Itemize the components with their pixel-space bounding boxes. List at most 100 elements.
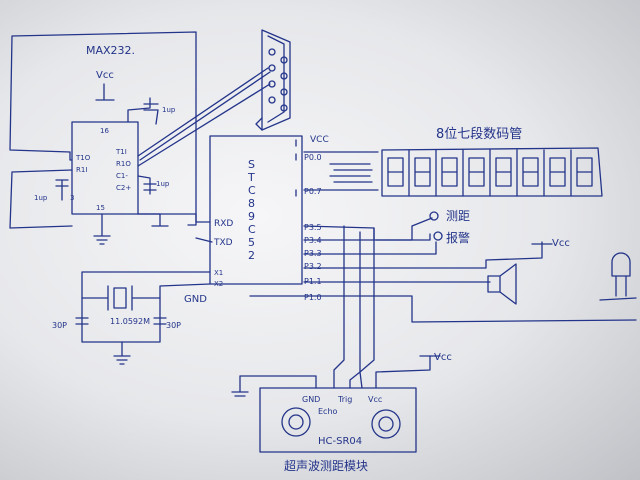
max232-pin-right-3: C1-: [116, 172, 128, 180]
display-section: 8位七段数码管: [303, 127, 603, 197]
seven-segment-digit: [522, 157, 539, 187]
mcu-label-char: 5: [248, 236, 255, 249]
max232-top-cap-label: 1up: [162, 106, 176, 114]
seven-segment-digit: [387, 157, 404, 187]
ultrasonic-transducer-right-inner: [378, 416, 394, 432]
mcu-pin-p00: P0.0: [304, 153, 322, 162]
max232-to-rxd: [137, 213, 211, 223]
mcu-pin-p10: P1.0: [304, 293, 322, 302]
button-wire-3: [303, 241, 437, 255]
ultrasonic-pin-vcc: Vcc: [368, 395, 382, 404]
button-1-contact: [429, 211, 439, 221]
max232-left-cap-label: 1up: [34, 194, 48, 202]
db9-pin: [268, 96, 276, 104]
mcu-txd-wire: [69, 151, 213, 243]
seven-segment-digit: [441, 157, 458, 187]
max232-vcc-wire: [95, 83, 115, 101]
max232-pin-left-2: R1I: [76, 166, 87, 174]
max232-pin-top: 16: [100, 127, 109, 135]
mcu-label-char: C: [248, 184, 256, 197]
seven-segment-digits: [381, 147, 603, 197]
mcu-label-char: 2: [248, 249, 255, 262]
button-wire-2: [303, 233, 431, 241]
button-2-label: 报警: [446, 230, 470, 245]
ultrasonic-transducer-left: [281, 407, 311, 437]
db9-pin: [280, 88, 288, 96]
seven-segment-digit: [549, 157, 566, 187]
buzzer-section: Vcc: [303, 238, 570, 305]
crystal-label: 11.0592M: [110, 317, 150, 326]
db9-screw: [255, 117, 263, 131]
db9-wire-2: [137, 83, 271, 167]
crystal-cap-left: [75, 317, 89, 325]
max232-chip: [71, 121, 139, 215]
mcu-label-char: 9: [248, 210, 255, 223]
mcu-label-char: 8: [248, 197, 255, 210]
crystal-ground: [113, 341, 131, 365]
ultrasonic-pin-trig: Trig: [337, 395, 352, 404]
mcu-label-char: C: [248, 223, 256, 236]
led-section: [303, 252, 637, 323]
mcu-pin-x1: X1: [214, 269, 223, 277]
ultrasonic-section: Vcc GND Trig Echo Vcc HC-SR04 超声波测距模块: [231, 225, 452, 473]
db9-body: [261, 29, 291, 131]
max232-enclosure: [9, 31, 197, 226]
button-1-label: 测距: [446, 209, 470, 223]
crystal-cap-right-label: 30P: [166, 321, 181, 330]
db9-pin: [280, 104, 288, 112]
mcu-pin-vcc: VCC: [310, 135, 329, 145]
max232-pin-bottom: 15: [96, 204, 105, 212]
mcu-pin-txd: TXD: [213, 238, 233, 248]
max232-vcc: Vcc: [96, 70, 114, 81]
ultrasonic-wires: [239, 225, 431, 389]
ultrasonic-module: [259, 387, 417, 453]
seven-segment-digit: [414, 157, 431, 187]
db9-wire-1: [137, 67, 269, 157]
max232-top-cap: [127, 97, 159, 125]
display-bus: [303, 151, 379, 191]
ultrasonic-caption: 超声波测距模块: [284, 458, 368, 473]
db9-pin: [268, 48, 276, 56]
mcu-label-char: T: [247, 171, 255, 184]
seven-segment-digit: [576, 157, 593, 187]
mcu-pin-p35: P3.5: [304, 223, 322, 232]
db9-pin: [280, 56, 288, 64]
mcu-chip: [209, 135, 303, 285]
max232-right-cap: [137, 175, 157, 195]
seven-segment-digit: [468, 157, 485, 187]
buzzer-wire: [303, 241, 543, 283]
ultrasonic-vcc-top: Vcc: [434, 352, 452, 363]
seven-segment-digit: [495, 157, 512, 187]
crystal-wires: [81, 271, 211, 343]
db9-wire-3: [139, 71, 271, 161]
crystal-section: 11.0592M 30P 30P: [52, 271, 211, 365]
buttons-section: 测距 报警: [303, 209, 470, 255]
max232-ground: [93, 213, 111, 245]
crystal-cap-right: [153, 317, 167, 325]
mcu-pin-p07: P0.7: [304, 187, 322, 196]
led-wire: [303, 295, 637, 323]
max232-pin-left-1: T1O: [75, 154, 91, 162]
max232-left-small: 3: [70, 194, 74, 202]
buzzer-vcc: Vcc: [552, 238, 570, 249]
max232-title: MAX232.: [86, 44, 135, 57]
ultrasonic-pin-echo: Echo: [318, 407, 338, 416]
crystal-cap-left-label: 30P: [52, 321, 67, 330]
max232-pin-right-2: R1O: [116, 160, 131, 168]
max232-pin-right-1: T1I: [115, 148, 127, 156]
mcu-pin-p32: P3.2: [304, 262, 322, 271]
button-2-contact: [433, 231, 443, 241]
led-symbol: [611, 252, 631, 297]
display-frame: [381, 147, 603, 197]
max232-left-cap: [9, 169, 73, 229]
mcu-pin-rxd: RXD: [214, 219, 233, 229]
ultrasonic-model: HC-SR04: [318, 436, 362, 447]
ultrasonic-transducer-right: [371, 409, 401, 439]
ultrasonic-transducer-left-inner: [288, 414, 304, 430]
max232-section: MAX232. Vcc 16 T1O R1I T1I R1O C1- C2+ 1…: [9, 31, 211, 245]
ultrasonic-ground: [231, 375, 249, 397]
crystal-body: [113, 287, 127, 309]
